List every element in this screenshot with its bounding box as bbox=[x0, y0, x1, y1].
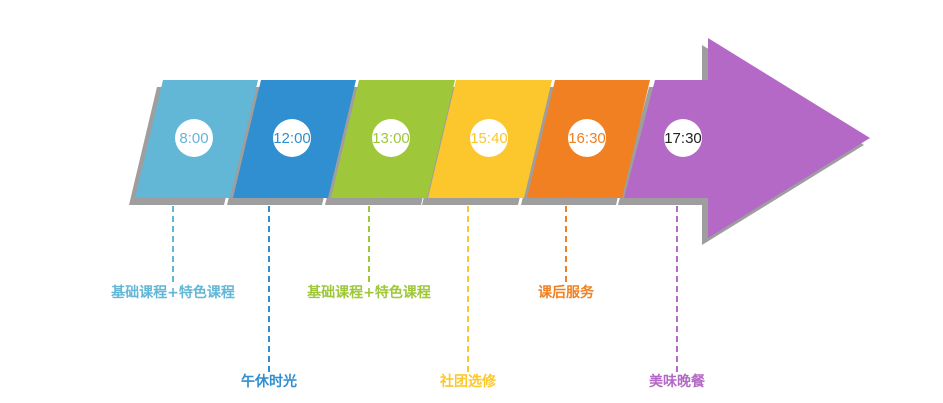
time-label: 13:00 bbox=[372, 130, 410, 147]
time-label: 16:30 bbox=[568, 130, 606, 147]
activity-label: 社团选修 bbox=[439, 373, 497, 390]
timeline-arrow bbox=[624, 38, 870, 238]
time-label: 8:00 bbox=[179, 130, 208, 147]
time-badge bbox=[568, 119, 606, 157]
connector-layer bbox=[172, 206, 678, 372]
activity-label: 基础课程+特色课程 bbox=[111, 284, 235, 301]
time-label: 17:30 bbox=[664, 130, 702, 147]
time-badge bbox=[372, 119, 410, 157]
time-badge bbox=[273, 119, 311, 157]
activity-label: 基础课程+特色课程 bbox=[307, 284, 431, 301]
activity-label: 午休时光 bbox=[241, 373, 297, 390]
time-badge-layer: 8:00 12:00 13:00 15:40 16:30 17:30 bbox=[175, 119, 702, 157]
time-badge bbox=[175, 119, 213, 157]
activity-label: 美味晚餐 bbox=[649, 373, 706, 390]
time-label: 12:00 bbox=[273, 130, 311, 147]
activity-label: 课后服务 bbox=[538, 284, 595, 301]
time-badge bbox=[664, 119, 702, 157]
time-badge bbox=[470, 119, 508, 157]
time-label: 15:40 bbox=[470, 130, 508, 147]
